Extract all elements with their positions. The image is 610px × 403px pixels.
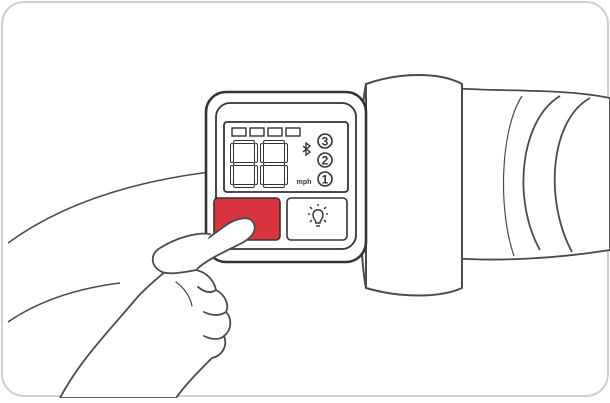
battery-segment <box>249 127 265 137</box>
handlebar-grip <box>451 87 610 261</box>
bluetooth-icon <box>302 141 312 157</box>
battery-indicator <box>231 127 301 137</box>
handlebar <box>7 171 211 323</box>
battery-segment <box>231 127 247 137</box>
battery-segment <box>285 127 301 137</box>
light-button[interactable] <box>286 197 348 241</box>
battery-segment <box>267 127 283 137</box>
clamp <box>351 74 463 297</box>
assist-level-3 <box>317 133 333 149</box>
assist-level-3-label: 3 <box>322 135 329 149</box>
pointing-hand <box>59 217 256 399</box>
assist-level-indicators: 3 2 1 <box>317 133 333 187</box>
speed-unit-label: mph <box>297 179 312 186</box>
assist-level-1-label: 1 <box>322 173 329 187</box>
assist-level-1 <box>317 171 333 187</box>
assist-level-2-label: 2 <box>322 154 329 168</box>
light-bulb-icon <box>308 204 328 227</box>
speed-digits <box>230 140 288 188</box>
assist-level-2 <box>317 152 333 168</box>
